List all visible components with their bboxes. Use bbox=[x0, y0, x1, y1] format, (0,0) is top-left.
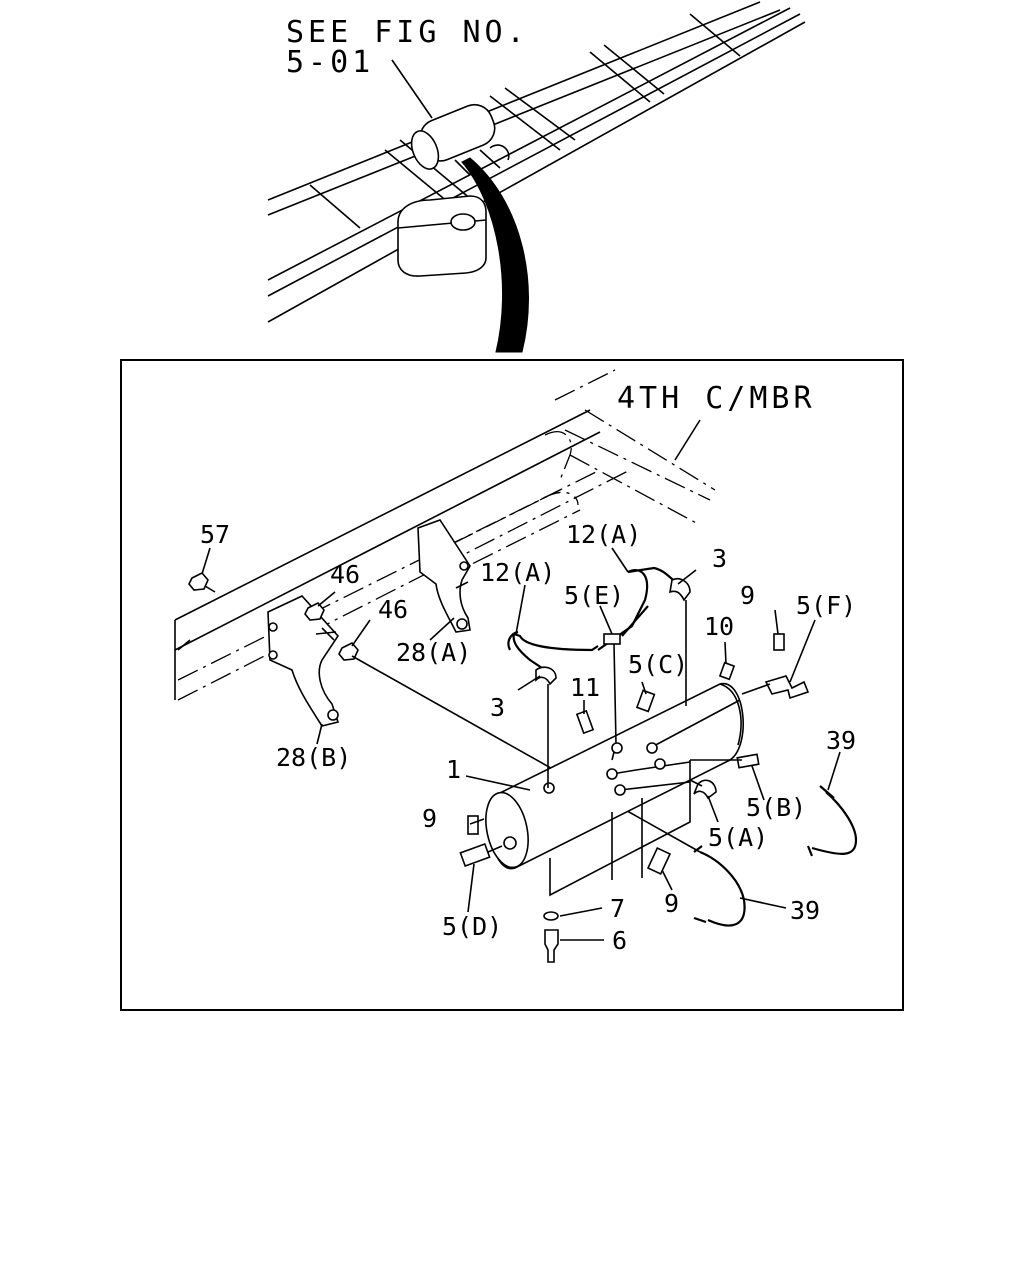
callout-5c: 5(C) bbox=[628, 650, 688, 679]
callout-7: 7 bbox=[610, 894, 625, 923]
callout-12a-upper: 12(A) bbox=[566, 520, 641, 549]
callout-5d: 5(D) bbox=[442, 912, 502, 941]
callout-9-bottom: 9 bbox=[664, 889, 679, 918]
crossmember-label: 4TH C/MBR bbox=[617, 381, 816, 416]
callout-5b: 5(B) bbox=[746, 793, 806, 822]
see-fig-label: SEE FIG NO. bbox=[286, 15, 529, 50]
detail-frame bbox=[120, 359, 904, 1011]
callout-3-upper: 3 bbox=[712, 544, 727, 573]
callout-9-left: 9 bbox=[422, 804, 437, 833]
leader-lines bbox=[201, 547, 841, 941]
see-fig-number: 5-01 bbox=[286, 45, 374, 80]
chassis-overview bbox=[267, 1, 806, 353]
callout-11: 11 bbox=[570, 673, 600, 702]
callout-57: 57 bbox=[200, 520, 230, 549]
callout-5a: 5(A) bbox=[708, 823, 768, 852]
callout-9-top: 9 bbox=[740, 581, 755, 610]
callout-28a: 28(A) bbox=[396, 638, 471, 667]
callout-46-lower: 46 bbox=[378, 595, 408, 624]
callout-46-upper: 46 bbox=[330, 560, 360, 589]
callout-28b: 28(B) bbox=[276, 743, 351, 772]
callout-5f: 5(F) bbox=[796, 591, 856, 620]
callout-39-right: 39 bbox=[826, 726, 856, 755]
callout-10: 10 bbox=[704, 612, 734, 641]
callout-3-lower: 3 bbox=[490, 693, 505, 722]
callout-39-bottom: 39 bbox=[790, 896, 820, 925]
detail-drawing bbox=[174, 369, 858, 963]
callout-5e: 5(E) bbox=[564, 581, 624, 610]
callout-12a-lower: 12(A) bbox=[480, 558, 555, 587]
callout-1: 1 bbox=[446, 755, 461, 784]
callout-6: 6 bbox=[612, 926, 627, 955]
